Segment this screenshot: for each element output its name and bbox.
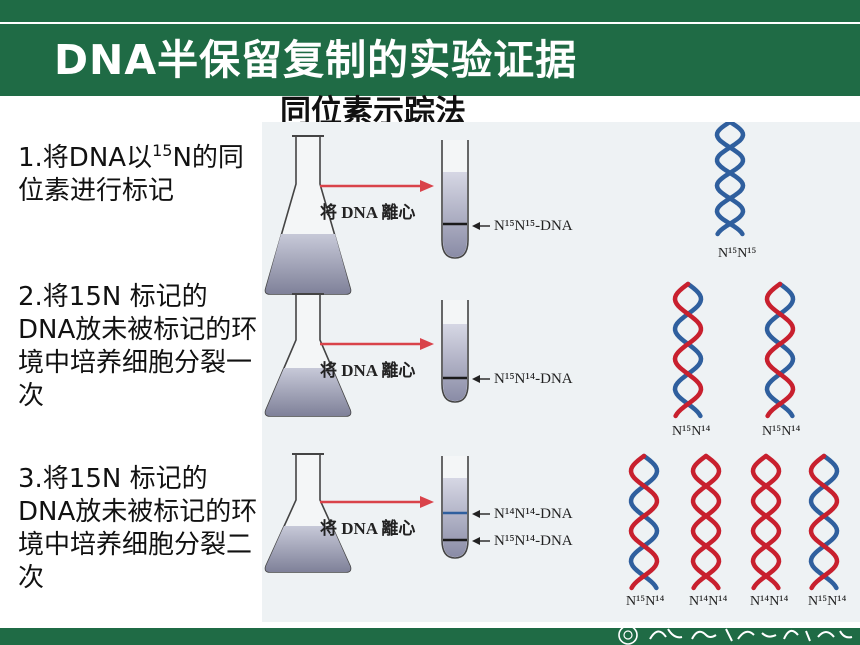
- strand-label-gen2-b: N¹⁴N¹⁴: [689, 594, 728, 609]
- step-1-text: 1.将DNA以15N的同位素进行标记: [18, 141, 244, 207]
- band-pointer-row-2: [472, 375, 490, 383]
- band-label-row-3-top: N¹⁴N¹⁴-DNA: [494, 506, 573, 522]
- dna-strand: [764, 281, 796, 419]
- publisher-logo: [618, 625, 853, 645]
- strand-label-gen2-c: N¹⁴N¹⁴: [750, 594, 789, 609]
- dna-strand: [714, 122, 746, 237]
- helix-gen2-d: [808, 453, 840, 591]
- dna-strand: [808, 453, 840, 591]
- step-3-text: 3.将15N 标记的DNA放未被标记的环境中培养细胞分裂二次: [18, 464, 258, 593]
- band-label-row-1: N¹⁵N¹⁵-DNA: [494, 218, 573, 234]
- dna-strand: [714, 122, 746, 237]
- helix-gen2-b: [690, 453, 722, 591]
- dna-strand: [628, 453, 660, 591]
- strand-label-gen1-b: N¹⁵N¹⁴: [762, 424, 801, 439]
- footer-bar: [0, 628, 860, 645]
- dna-strand: [672, 281, 704, 419]
- arrow-row-1: [320, 180, 434, 192]
- arrow-row-3: [320, 496, 434, 508]
- band-pointer-row-3-bottom: [472, 537, 490, 545]
- experiment-figure: 将 DNA 離心 将 DNA 離心 将 DNA 離心 N¹⁵N¹⁵-DNA N¹…: [262, 122, 860, 622]
- dna-strand: [672, 281, 704, 419]
- dna-strand: [764, 281, 796, 419]
- experiment-illustration: [264, 122, 840, 591]
- dna-strand: [750, 453, 782, 591]
- centrifuge-label-row-1: 将 DNA 離心: [320, 203, 416, 222]
- dna-strand: [628, 453, 660, 591]
- header-band: [0, 24, 860, 96]
- header-divider: [0, 22, 860, 24]
- helix-gen1-a: [672, 281, 704, 419]
- centrifuge-label-row-3: 将 DNA 離心: [320, 519, 416, 538]
- band-pointer-row-1: [472, 222, 490, 230]
- strand-label-gen0: N¹⁵N¹⁵: [718, 246, 757, 261]
- strand-label-gen2-d: N¹⁵N¹⁴: [808, 594, 847, 609]
- arrow-row-2: [320, 338, 434, 350]
- dna-strand: [690, 453, 722, 591]
- centrifuge-label-row-2: 将 DNA 離心: [320, 361, 416, 380]
- band-pointer-row-3-top: [472, 510, 490, 518]
- band-label-row-3-bottom: N¹⁵N¹⁴-DNA: [494, 533, 573, 549]
- step-2-text: 2.将15N 标记的DNA放未被标记的环境中培养细胞分裂一次: [18, 282, 258, 411]
- dna-strand: [808, 453, 840, 591]
- helix-gen2-c: [750, 453, 782, 591]
- flask-row-1: [264, 135, 352, 295]
- strand-label-gen2-a: N¹⁵N¹⁴: [626, 594, 665, 609]
- strand-label-gen1-a: N¹⁵N¹⁴: [672, 424, 711, 439]
- helix-gen1-b: [764, 281, 796, 419]
- band-label-row-2: N¹⁵N¹⁴-DNA: [494, 371, 573, 387]
- flask-row-2: [264, 293, 352, 417]
- footer-divider: [0, 626, 860, 628]
- page-title: DNA半保留复制的实验证据: [54, 36, 578, 84]
- dna-strand: [750, 453, 782, 591]
- helix-gen0: [714, 122, 746, 237]
- tube-row-3: [441, 456, 469, 559]
- dna-strand: [690, 453, 722, 591]
- helix-gen2-a: [628, 453, 660, 591]
- flask-row-3: [264, 453, 352, 573]
- tube-row-2: [441, 300, 469, 403]
- dna-helices: [628, 122, 840, 591]
- header-stripe: [0, 0, 860, 22]
- tube-row-1: [441, 140, 469, 259]
